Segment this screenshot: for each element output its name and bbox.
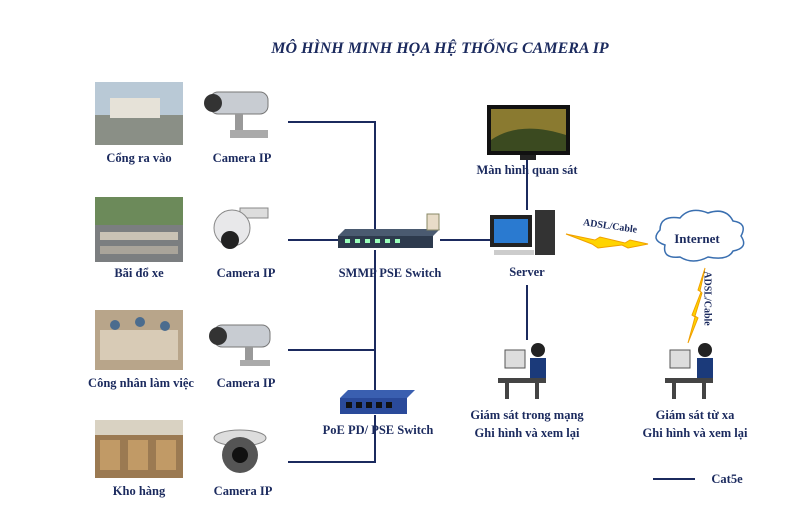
lightning-bolt-icon: [565, 233, 649, 249]
remote-ws-line1: Giám sát từ xa: [655, 408, 735, 422]
poe-switch-icon: [340, 390, 415, 414]
site-label-warehouse: Kho hàng: [112, 484, 166, 498]
monitor-label: Màn hình quan sát: [476, 163, 578, 177]
internet-cloud-icon: [655, 209, 745, 262]
internet-label: Internet: [674, 231, 720, 246]
poe-switch-label: PoE PD/ PSE Switch: [322, 423, 434, 437]
dome-camera-icon: [213, 429, 267, 473]
server-icon: [490, 210, 555, 255]
camera-label-1: Camera IP: [212, 151, 272, 165]
workers-photo: [95, 310, 183, 370]
remote-ws-line2: Ghi hình và xem lại: [642, 426, 748, 440]
local-ws-line2: Ghi hình và xem lại: [474, 426, 580, 440]
site-label-parking: Bãi đổ xe: [114, 266, 164, 280]
parking-photo: [95, 197, 183, 262]
cable-camera-4: [288, 415, 376, 463]
gate-photo: [95, 82, 183, 145]
warehouse-photo: [95, 420, 183, 478]
smmp-switch-icon: [338, 213, 440, 248]
link-label-internet-remote: ADSL/Cable: [701, 271, 713, 326]
smmp-switch-label: SMMP PSE Switch: [338, 266, 442, 280]
diagram-title: MÔ HÌNH MINH HỌA HỆ THỐNG CAMERA IP: [271, 40, 609, 57]
cable-camera-1: [288, 121, 376, 240]
bullet-camera-icon: [204, 91, 269, 138]
monitor-icon: [487, 105, 570, 160]
camera-label-3: Camera IP: [216, 376, 276, 390]
camera-label-2: Camera IP: [216, 266, 276, 280]
remote-workstation-icon: [665, 343, 713, 399]
site-label-gate: Cổng ra vào: [106, 151, 172, 165]
camera-label-4: Camera IP: [213, 484, 273, 498]
local-ws-line1: Giám sát trong mạng: [470, 408, 584, 422]
site-label-workers: Công nhân làm việc: [88, 376, 194, 390]
legend-label: Cat5e: [711, 472, 743, 486]
ptz-camera-icon: [213, 207, 269, 249]
lightning-bolt-icon-2: [687, 267, 706, 344]
bullet-camera-icon-2: [209, 324, 271, 366]
local-workstation-icon: [498, 343, 546, 399]
server-label: Server: [509, 265, 545, 279]
